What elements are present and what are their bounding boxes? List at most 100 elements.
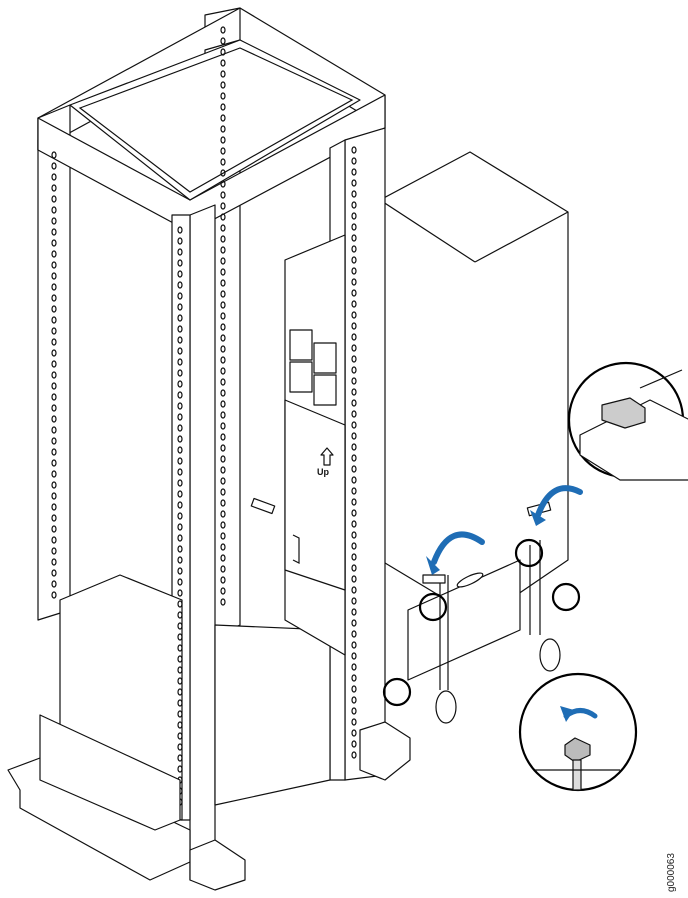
rack-hole (51, 316, 57, 324)
rack-hole (351, 476, 357, 484)
rack-hole (351, 553, 357, 561)
rack-hole (177, 534, 183, 542)
rack-hole (177, 611, 183, 619)
rack-hole (220, 26, 226, 34)
rack-hole (51, 261, 57, 269)
rack-hole (220, 532, 226, 540)
rack-hole (220, 587, 226, 595)
rack-hole (220, 169, 226, 177)
rack-hole (177, 303, 183, 311)
rack-hole (351, 234, 357, 242)
rack-hole (220, 246, 226, 254)
rack-hole (351, 586, 357, 594)
rack-hole (177, 226, 183, 234)
rack-hole (351, 388, 357, 396)
rack-hole (220, 312, 226, 320)
rack-hole (351, 146, 357, 154)
rack-hole (220, 235, 226, 243)
router-in-rack (250, 234, 346, 656)
rack-hole (177, 600, 183, 608)
rack-hole (351, 652, 357, 660)
rack-hole (51, 283, 57, 291)
rotate-arrow-icon (426, 485, 583, 575)
rack-hole (220, 268, 226, 276)
rack-hole (51, 195, 57, 203)
detail-callout-leveling-foot (518, 672, 638, 792)
rack-hole (177, 490, 183, 498)
rack-hole (177, 281, 183, 289)
rack-hole (177, 457, 183, 465)
rack-hole (220, 598, 226, 606)
rack-hole (177, 743, 183, 751)
rack-hole (220, 455, 226, 463)
rack-hole (51, 349, 57, 357)
rack-hole (220, 92, 226, 100)
rack-hole (351, 300, 357, 308)
rack-hole (351, 663, 357, 671)
rack-hole (351, 575, 357, 583)
rack-hole (220, 510, 226, 518)
rack-hole (220, 158, 226, 166)
chassis-up-label: Up (317, 467, 329, 477)
rack-hole (351, 542, 357, 550)
rack-hole (351, 157, 357, 165)
rack-hole (220, 554, 226, 562)
rack-hole (177, 512, 183, 520)
rack-hole (177, 325, 183, 333)
rack-hole (177, 523, 183, 531)
rack-hole (51, 151, 57, 159)
rack-hole (177, 666, 183, 674)
rack-hole (351, 212, 357, 220)
rack-hole (351, 674, 357, 682)
rack-hole (177, 677, 183, 685)
rack-hole (51, 206, 57, 214)
rack-hole (177, 446, 183, 454)
rack-hole (177, 754, 183, 762)
rack-hole (351, 366, 357, 374)
rack-hole (351, 256, 357, 264)
rack-hole (351, 608, 357, 616)
rack-hole (220, 323, 226, 331)
rack-hole (220, 224, 226, 232)
rack-hole (220, 521, 226, 529)
rack-hole (351, 377, 357, 385)
rack-hole (351, 355, 357, 363)
rack-hole (51, 492, 57, 500)
rack-hole (351, 751, 357, 759)
rack-hole (177, 699, 183, 707)
rack-hole (177, 292, 183, 300)
rack-hole (51, 470, 57, 478)
rack-hole (177, 358, 183, 366)
rack-hole (220, 191, 226, 199)
rack-hole (51, 173, 57, 181)
rack-hole (351, 179, 357, 187)
rack-hole (351, 498, 357, 506)
rack-hole (220, 356, 226, 364)
rack-hole (51, 184, 57, 192)
rack-hole (51, 415, 57, 423)
rack-hole (51, 162, 57, 170)
rack-hole (351, 454, 357, 462)
rack-hole (177, 765, 183, 773)
rack-hole (220, 301, 226, 309)
rack-hole (177, 578, 183, 586)
rack-hole (220, 367, 226, 375)
rack-hole (51, 228, 57, 236)
rack-hole (220, 180, 226, 188)
rack-hole (351, 333, 357, 341)
rack-hole (351, 718, 357, 726)
rack-hole (351, 278, 357, 286)
rack-hole (51, 437, 57, 445)
rack-hole (351, 597, 357, 605)
rack-hole (351, 201, 357, 209)
rack-hole (220, 433, 226, 441)
rack-hole (220, 400, 226, 408)
rack-hole (351, 245, 357, 253)
rack-hole (220, 213, 226, 221)
rack-hole (51, 272, 57, 280)
rack-hole (351, 685, 357, 693)
rack-hole (351, 641, 357, 649)
rack-hole (51, 426, 57, 434)
rack-hole (177, 369, 183, 377)
rack-hole (351, 564, 357, 572)
